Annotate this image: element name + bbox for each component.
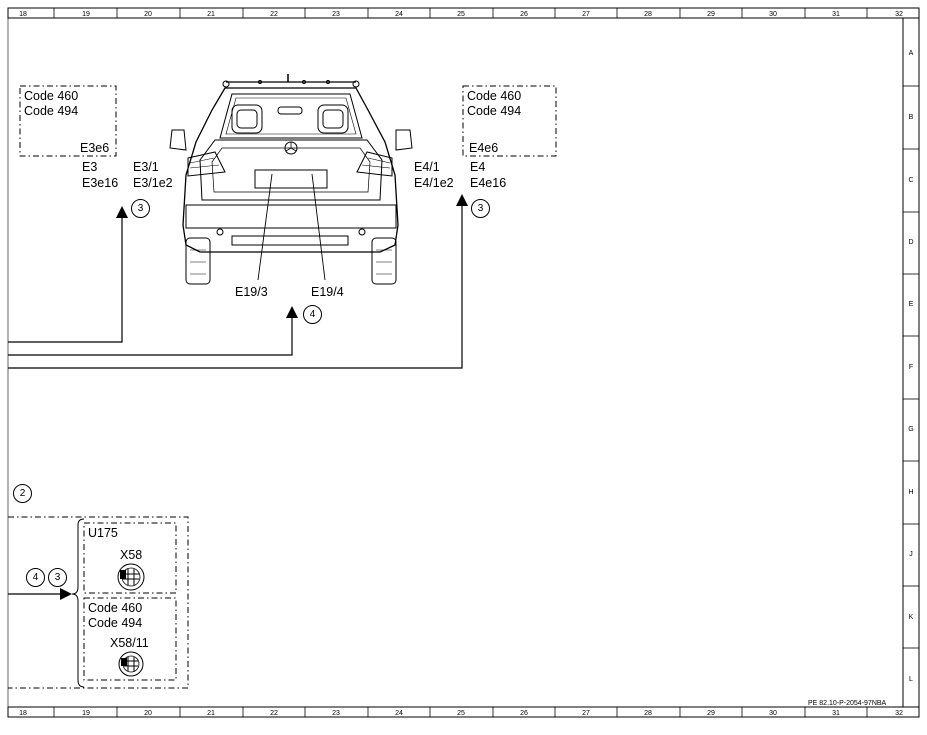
connector-x58-11-icon bbox=[118, 651, 144, 677]
callout-3-bottom: 3 bbox=[48, 568, 67, 587]
label-e19-3: E19/3 bbox=[235, 285, 268, 299]
col-label: 19 bbox=[82, 11, 90, 18]
ruler-bottom: 18 19 20 21 22 23 24 25 26 27 28 29 30 3… bbox=[19, 710, 903, 717]
col-label: 22 bbox=[270, 11, 278, 18]
frame bbox=[7, 7, 920, 718]
label-e19-4: E19/4 bbox=[311, 285, 344, 299]
row-label: G bbox=[908, 426, 913, 433]
row-label: B bbox=[909, 114, 914, 121]
row-label: E bbox=[909, 301, 914, 308]
col-label: 29 bbox=[707, 11, 715, 18]
col-label: 20 bbox=[144, 710, 152, 717]
bottom-code-494: Code 494 bbox=[88, 616, 143, 630]
callout-right: 3 bbox=[471, 199, 490, 218]
label-e4-1e2: E4/1e2 bbox=[414, 176, 454, 190]
col-label: 23 bbox=[332, 710, 340, 717]
col-label: 25 bbox=[457, 11, 465, 18]
col-label: 29 bbox=[707, 710, 715, 717]
right-code-460: Code 460 bbox=[467, 89, 522, 103]
label-x58: X58 bbox=[120, 548, 143, 562]
row-label: C bbox=[908, 177, 913, 184]
col-label: 28 bbox=[644, 11, 652, 18]
label-e3: E3 bbox=[82, 160, 98, 174]
leader-lines bbox=[257, 173, 326, 281]
bottom-group-boundary bbox=[8, 516, 189, 689]
callout-4-bottom: 4 bbox=[26, 568, 45, 587]
col-label: 31 bbox=[832, 11, 840, 18]
label-e4e6: E4e6 bbox=[469, 141, 499, 155]
col-label: 31 bbox=[832, 710, 840, 717]
col-label: 26 bbox=[520, 11, 528, 18]
row-label: D bbox=[908, 239, 913, 246]
callout-2: 2 bbox=[13, 484, 32, 503]
left-code-494: Code 494 bbox=[24, 104, 79, 118]
col-label: 24 bbox=[395, 11, 403, 18]
row-label: L bbox=[909, 676, 913, 683]
col-label: 18 bbox=[19, 710, 27, 717]
bracket bbox=[71, 518, 85, 688]
col-label: 18 bbox=[19, 11, 27, 18]
col-label: 22 bbox=[270, 710, 278, 717]
left-code-box bbox=[19, 85, 117, 157]
label-e4-1: E4/1 bbox=[414, 160, 440, 174]
row-label: J bbox=[909, 551, 913, 558]
label-u175: U175 bbox=[88, 526, 118, 540]
col-label: 32 bbox=[895, 710, 903, 717]
col-label: 26 bbox=[520, 710, 528, 717]
label-e3e6: E3e6 bbox=[80, 141, 110, 155]
col-label: 30 bbox=[769, 710, 777, 717]
connector-x58-icon bbox=[117, 563, 145, 591]
row-label: A bbox=[909, 50, 914, 57]
col-label: 27 bbox=[582, 11, 590, 18]
col-label: 25 bbox=[457, 710, 465, 717]
col-label: 20 bbox=[144, 11, 152, 18]
col-label: 19 bbox=[82, 710, 90, 717]
ruler-right: A B C D E F G H J K L bbox=[908, 50, 913, 683]
col-label: 32 bbox=[895, 11, 903, 18]
vehicle-rear-view bbox=[169, 74, 413, 285]
col-label: 28 bbox=[644, 710, 652, 717]
col-label: 23 bbox=[332, 11, 340, 18]
col-label: 21 bbox=[207, 710, 215, 717]
row-label: K bbox=[909, 614, 914, 621]
label-e3-1: E3/1 bbox=[133, 160, 159, 174]
bottom-code-460: Code 460 bbox=[88, 601, 143, 615]
label-e3e16: E3e16 bbox=[82, 176, 119, 190]
ruler-top: 18 19 20 21 22 23 24 25 26 27 28 29 30 3… bbox=[19, 11, 903, 18]
col-label: 30 bbox=[769, 11, 777, 18]
right-code-box bbox=[462, 85, 557, 157]
row-label: F bbox=[909, 364, 913, 371]
label-e4: E4 bbox=[470, 160, 486, 174]
row-label: H bbox=[908, 489, 913, 496]
wiring-lines bbox=[8, 194, 468, 600]
callout-left: 3 bbox=[131, 199, 150, 218]
col-label: 24 bbox=[395, 710, 403, 717]
col-label: 27 bbox=[582, 710, 590, 717]
callout-vehicle: 4 bbox=[303, 305, 322, 324]
col-label: 21 bbox=[207, 11, 215, 18]
label-e4e16: E4e16 bbox=[470, 176, 507, 190]
document-id: PE 82.10-P-2054-97NBA bbox=[808, 700, 887, 707]
right-code-494: Code 494 bbox=[467, 104, 522, 118]
label-e3-1e2: E3/1e2 bbox=[133, 176, 173, 190]
label-x58-11: X58/11 bbox=[110, 636, 149, 650]
left-code-460: Code 460 bbox=[24, 89, 79, 103]
